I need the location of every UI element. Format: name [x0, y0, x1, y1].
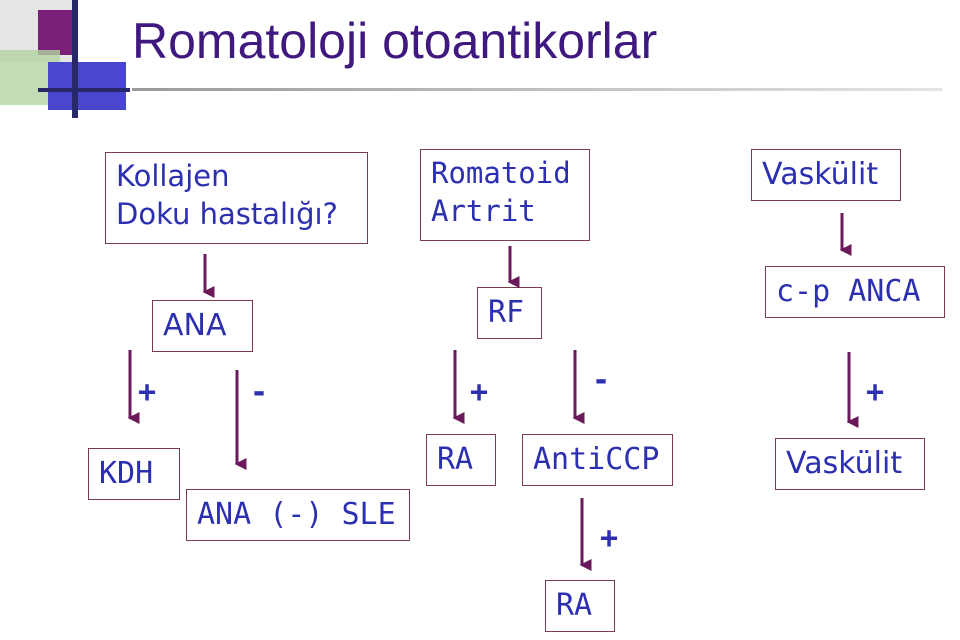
box-kollajen-line1: Kollajen [116, 159, 230, 193]
deco-horizontal-line [38, 88, 130, 92]
box-ra: RA [426, 434, 496, 486]
sign-rf-minus: - [592, 363, 611, 398]
box-cp-anca: c-p ANCA [765, 266, 945, 318]
sign-rf-plus: + [470, 375, 489, 410]
box-rf: RF [477, 287, 542, 339]
title-underline [132, 88, 942, 91]
deco-blue-square [48, 62, 126, 110]
deco-vertical-line [72, 0, 78, 118]
page-title: Romatoloji otoantikorlar [132, 13, 658, 69]
sign-ana-minus: - [250, 375, 269, 410]
deco-purple-square [38, 10, 78, 55]
box-kollajen: Kollajen Doku hastalığı? [105, 152, 368, 244]
sign-ana-plus: + [138, 375, 157, 410]
box-kdh: KDH [88, 448, 180, 500]
corner-decoration [0, 0, 130, 118]
box-romatoid-line1: Romatoid [431, 156, 571, 190]
box-romatoid-line2: Artrit [431, 194, 536, 228]
box-kollajen-line2: Doku hastalığı? [116, 197, 338, 231]
box-ana-neg-sle: ANA (-) SLE [186, 489, 410, 541]
box-vaskulit-top: Vaskülit [751, 149, 901, 201]
sign-anca-plus: + [866, 375, 885, 410]
box-vaskulit-bottom: Vaskülit [775, 438, 925, 490]
sign-anticcp-plus: + [600, 521, 619, 556]
box-ra-bottom: RA [545, 580, 615, 632]
box-ana: ANA [152, 300, 253, 352]
box-romatoid-artrit: Romatoid Artrit [420, 149, 590, 241]
box-anticcp: AntiCCP [522, 434, 673, 486]
